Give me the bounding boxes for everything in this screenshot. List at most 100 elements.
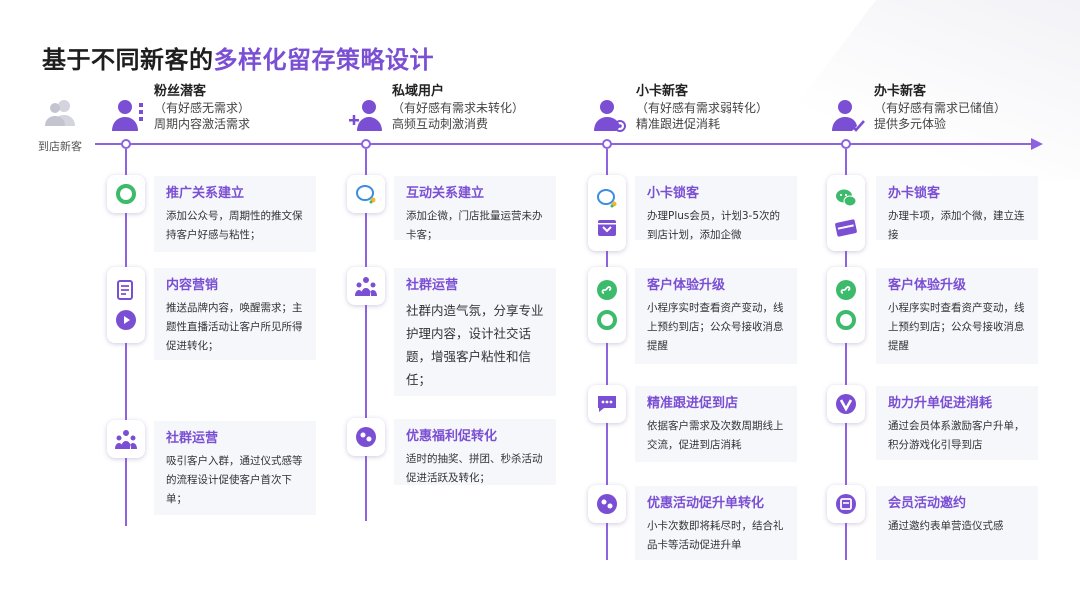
- card-title: 社群运营: [406, 278, 459, 293]
- note-icon: [117, 280, 133, 300]
- card-desc: 依据客户需求及次数周期线上交流，促进到店消耗: [647, 420, 784, 451]
- card-title: 推广关系建立: [166, 186, 245, 201]
- user-plus-icon: [349, 100, 382, 131]
- message-icon: [598, 396, 616, 412]
- stage-sub: （有好感有需求已储值）: [874, 101, 1007, 115]
- strategy-card: 互动关系建立 添加企微，门店批量运营未办卡客；: [394, 176, 556, 241]
- card-title: 优惠福利促转化: [406, 429, 498, 444]
- card-icon: [835, 219, 857, 237]
- card-icon-box: [827, 175, 865, 251]
- strategy-card: 社群运营 社群内造气氛，分享专业护理内容，设计社交话题，增强客户粘性和信任；: [394, 268, 556, 396]
- card-title: 会员活动邀约: [888, 496, 967, 511]
- card-icon-box: [827, 385, 865, 423]
- card-title: 互动关系建立: [406, 186, 485, 201]
- stage-strategy: 精准跟进促消耗: [636, 117, 721, 131]
- timeline-node: [121, 139, 131, 149]
- stage-strategy: 提供多元体验: [874, 117, 947, 131]
- page-title: 基于不同新客的多样化留存策略设计: [42, 40, 434, 75]
- user-dots-icon: [112, 100, 143, 131]
- invite-icon: [836, 494, 856, 514]
- card-icon-box: [588, 485, 626, 523]
- card-title: 内容营销: [166, 278, 219, 293]
- wechat-icon: [836, 189, 857, 207]
- card-title: 小卡锁客: [647, 186, 700, 201]
- timeline-node: [361, 139, 371, 149]
- chat-icon: [597, 189, 617, 208]
- strategy-card: 推广关系建立 添加公众号，周期性的推文保持客户好感与粘性；: [154, 176, 316, 252]
- play-icon: [116, 310, 136, 330]
- card-desc: 适时的抽奖、拼团、秒杀活动促进活跃及转化；: [406, 453, 543, 484]
- card-desc: 通过邀约表单营造仪式感: [888, 520, 1004, 532]
- strategy-card: 优惠活动促升单转化 小卡次数即将耗尽时，结合礼品卡等活动促进升单: [635, 486, 797, 560]
- card-title: 社群运营: [166, 431, 219, 446]
- strategy-card: 优惠福利促转化 适时的抽奖、拼团、秒杀活动促进活跃及转化；: [394, 419, 556, 485]
- loop-icon: [597, 310, 617, 330]
- strategy-card: 内容营销 推送品牌内容，唤醒需求；主题性直播活动让客户所见所得促进转化；: [154, 268, 316, 360]
- stage-sub: （有好感有需求未转化）: [392, 101, 525, 115]
- card-icon-box: [827, 485, 865, 523]
- start-node: 到店新客: [30, 98, 90, 154]
- gift-icon: [598, 220, 616, 236]
- strategy-card: 小卡锁客 办理Plus会员，计划3-5次的到店计划，添加企微: [635, 176, 797, 241]
- user-check-icon: [832, 100, 865, 132]
- card-icon-box: [107, 267, 145, 343]
- card-desc: 推送品牌内容，唤醒需求；主题性直播活动让客户所见所得促进转化；: [166, 302, 303, 352]
- card-icon-box: [107, 420, 145, 458]
- strategy-card: 会员活动邀约 通过邀约表单营造仪式感: [876, 486, 1038, 560]
- miniprogram-icon: [597, 280, 617, 300]
- community-icon: [355, 277, 377, 296]
- timeline-arrow: [1031, 138, 1043, 150]
- discount-icon: [597, 494, 617, 514]
- card-icon-box: [347, 175, 385, 213]
- vip-icon: [836, 394, 856, 414]
- strategy-card: 社群运营 吸引客户入群，通过仪式感等的流程设计促使客户首次下单；: [154, 421, 316, 515]
- card-desc: 添加公众号，周期性的推文保持客户好感与粘性；: [166, 210, 303, 241]
- card-desc: 通过会员体系激励客户升单，积分游戏化引导到店: [888, 420, 1025, 451]
- miniprogram-icon: [836, 280, 856, 300]
- users-icon: [45, 100, 75, 126]
- stage-strategy: 高频互动刺激消费: [392, 117, 489, 131]
- stage-sub: （有好感有需求弱转化）: [636, 101, 769, 115]
- card-title: 客户体验升级: [888, 278, 967, 293]
- loop-icon: [116, 184, 136, 204]
- card-title: 助力升单促进消耗: [888, 396, 993, 411]
- card-desc: 办理卡项，添加个微，建立连接: [888, 210, 1025, 241]
- card-desc: 社群内造气氛，分享专业护理内容，设计社交话题，增强客户粘性和信任；: [406, 303, 544, 387]
- timeline-axis: [95, 143, 1033, 145]
- stage-line: [606, 149, 608, 560]
- strategy-card: 客户体验升级 小程序实时查看资产变动，线上预约到店；公众号接收消息提醒: [876, 268, 1038, 364]
- stage-line: [365, 149, 367, 521]
- stage-sub: （有好感无需求）: [154, 101, 251, 115]
- card-title: 优惠活动促升单转化: [647, 496, 765, 511]
- card-title: 办卡锁客: [888, 186, 941, 201]
- stage-strategy: 周期内容激活需求: [154, 117, 251, 131]
- timeline-node: [841, 139, 851, 149]
- card-icon-box: [347, 267, 385, 305]
- card-desc: 办理Plus会员，计划3-5次的到店计划，添加企微: [647, 210, 781, 241]
- card-desc: 添加企微，门店批量运营未办卡客；: [406, 210, 543, 241]
- card-icon-box: [588, 385, 626, 423]
- timeline-node: [602, 139, 612, 149]
- discount-icon: [356, 427, 376, 447]
- stage-line: [845, 149, 847, 560]
- title-prefix: 基于不同新客的: [42, 46, 214, 74]
- card-title: 客户体验升级: [647, 278, 726, 293]
- card-icon-box: [588, 175, 626, 251]
- card-desc: 小卡次数即将耗尽时，结合礼品卡等活动促进升单: [647, 520, 784, 551]
- stage-name: 粉丝潜客: [154, 84, 207, 99]
- card-icon-box: [347, 418, 385, 456]
- user-gear-icon: [594, 100, 626, 132]
- card-desc: 吸引客户入群，通过仪式感等的流程设计促使客户首次下单；: [166, 455, 303, 505]
- strategy-card: 精准跟进促到店 依据客户需求及次数周期线上交流，促进到店消耗: [635, 386, 797, 462]
- card-desc: 小程序实时查看资产变动，线上预约到店；公众号接收消息提醒: [647, 302, 784, 352]
- card-icon-box: [588, 267, 626, 343]
- community-icon: [115, 430, 137, 449]
- card-title: 精准跟进促到店: [647, 396, 739, 411]
- loop-icon: [836, 310, 856, 330]
- card-icon-box: [107, 175, 145, 213]
- card-icon-box: [827, 267, 865, 343]
- chat-icon: [356, 185, 376, 204]
- stage-name: 私域用户: [392, 84, 445, 99]
- stage-name: 小卡新客: [636, 84, 689, 99]
- start-label: 到店新客: [38, 140, 82, 153]
